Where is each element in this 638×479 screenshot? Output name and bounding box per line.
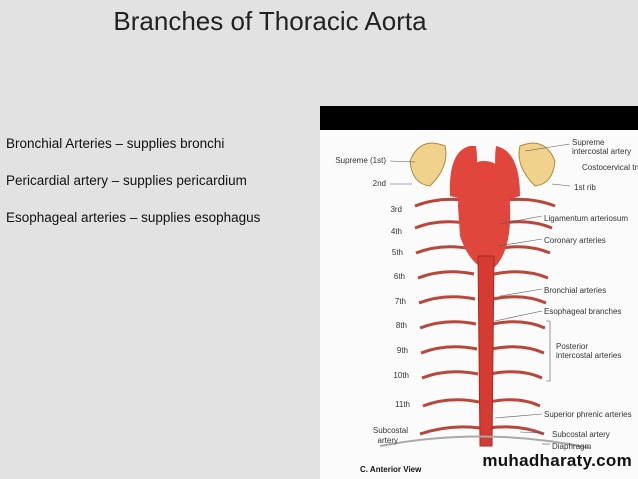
label-right-11: Superior phrenic arteries (544, 410, 632, 419)
label-right-3: Costocervical tru (582, 163, 638, 172)
label-left-7: 7th (394, 297, 406, 306)
figure-header-bar (320, 106, 638, 130)
label-left-1: Supreme (1st) (335, 156, 386, 165)
label-left-3: 3rd (390, 205, 402, 214)
label-left-12: Subcostal (372, 426, 408, 435)
label-right-7: Bronchial arteries (544, 286, 607, 295)
label-right-13: Diaphragm (552, 442, 592, 451)
label-left-8: 8th (395, 321, 407, 330)
label-right-8: Esophageal branches (544, 307, 622, 316)
label-left-2: 2nd (372, 179, 386, 188)
label-right-4: 1st rib (574, 183, 596, 192)
label-right-6: Coronary arteries (544, 236, 606, 245)
label-left-4: 4th (390, 227, 402, 236)
figure-caption: C. Anterior View (360, 465, 422, 474)
bullet-list: Bronchial Arteries – supplies bronchi Pe… (6, 135, 260, 246)
label-right-10: intercostal arteries (556, 351, 622, 360)
label-left-10: 10th (393, 371, 409, 380)
aorta-figure: Supreme (1st) 2nd 3rd 4th 5th 6th 7th 8t… (320, 106, 638, 479)
label-left-9: 9th (396, 346, 408, 355)
watermark-text: muhadharaty.com (482, 451, 632, 470)
label-left-5: 5th (391, 248, 403, 257)
bullet-bronchial: Bronchial Arteries – supplies bronchi (6, 136, 225, 151)
bullet-esophageal: Esophageal arteries – supplies esophagus (6, 210, 261, 225)
aorta-illustration (379, 142, 591, 449)
slide-title: Branches of Thoracic Aorta (113, 6, 427, 36)
label-right-1: Supreme (572, 138, 605, 147)
label-right-2: intercostal artery (572, 147, 632, 156)
label-right-9: Posterior (556, 342, 589, 351)
label-left-6: 6th (393, 272, 405, 281)
label-left-11: 11th (395, 400, 410, 409)
label-left-13: artery (377, 436, 398, 445)
label-right-5: Ligamentum arteriosum (544, 214, 629, 223)
label-right-12: Subcostal artery (552, 430, 610, 439)
bullet-pericardial: Pericardial artery – supplies pericardiu… (6, 173, 247, 188)
